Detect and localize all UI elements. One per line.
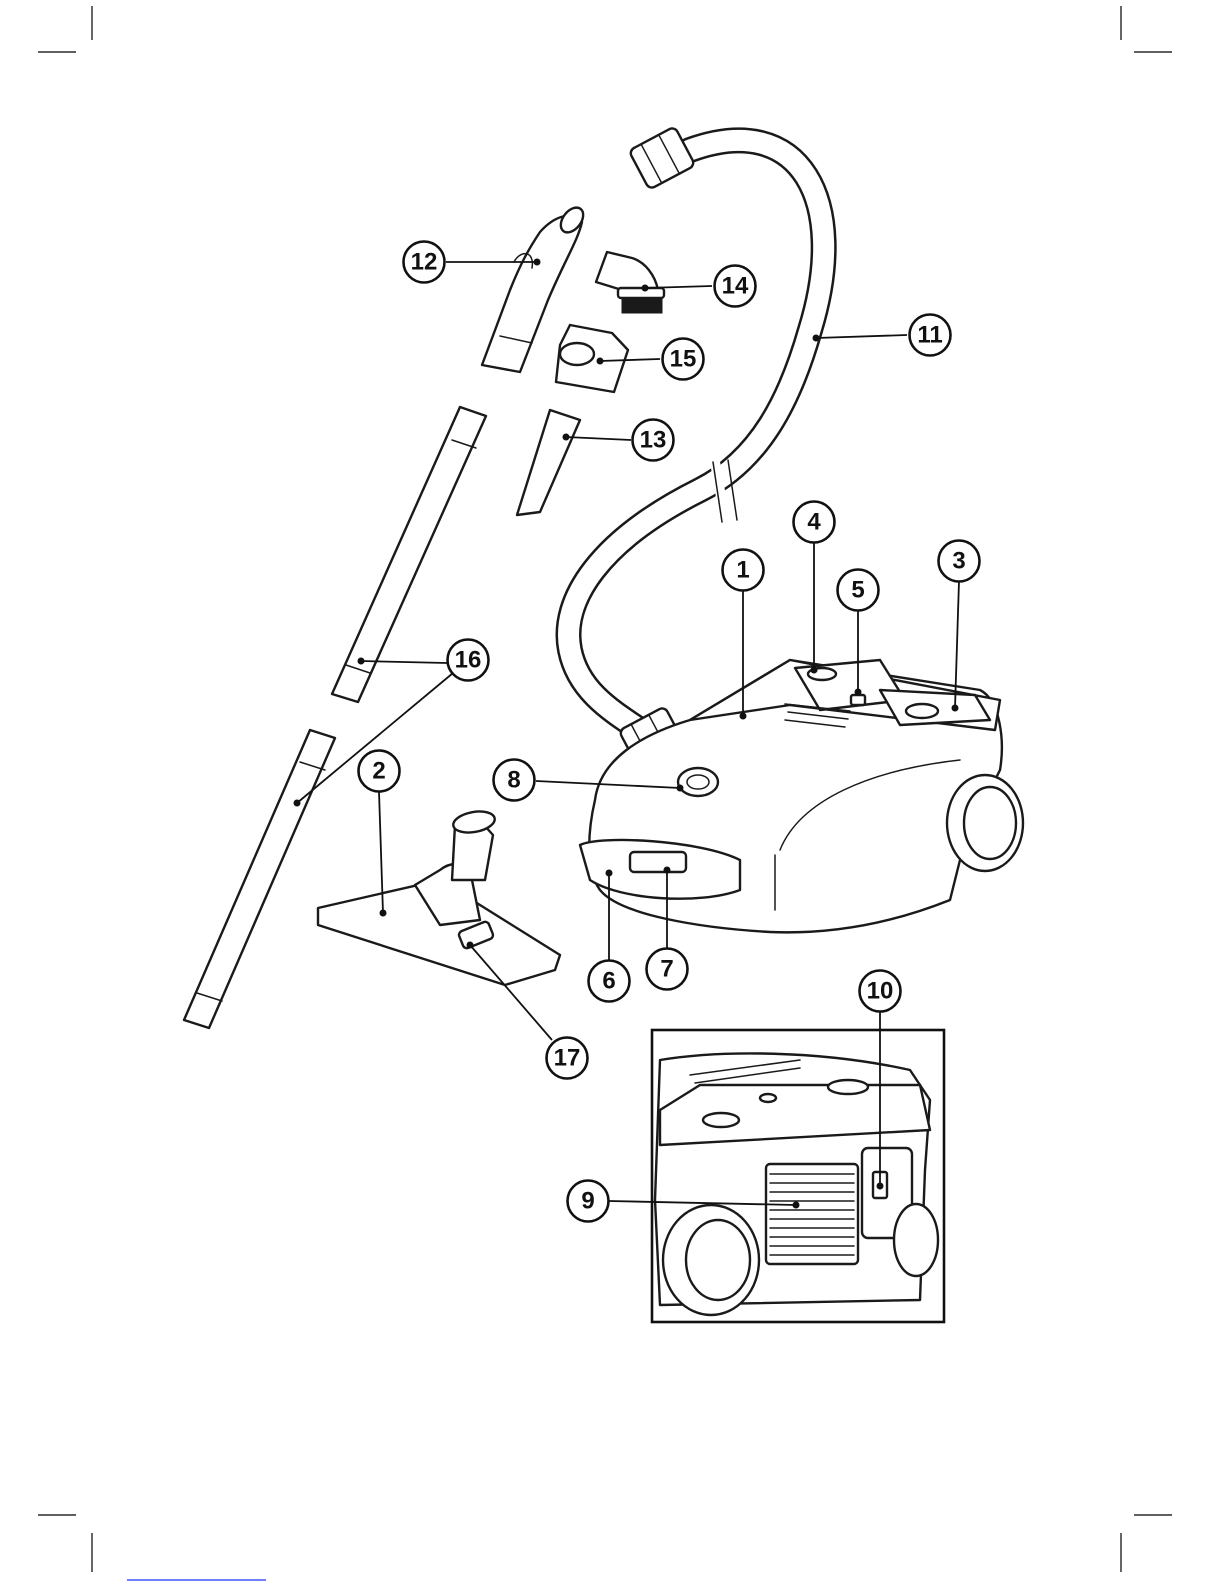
rear-view-inset-icon [652,1030,944,1322]
vacuum-body-icon [580,660,1023,932]
callout-1-label: 1 [736,557,749,584]
callout-6-label: 6 [602,968,615,995]
callout-6: 6 [589,961,630,1002]
callout-9: 9 [568,1181,609,1222]
callout-14: 14 [715,266,756,307]
callout-13-label: 13 [640,427,667,454]
callout-3: 3 [939,541,980,582]
callout-13: 13 [633,420,674,461]
callout-17: 17 [547,1038,588,1079]
callout-10-label: 10 [867,978,894,1005]
callout-2-label: 2 [372,758,385,785]
callout-10: 10 [860,971,901,1012]
callout-1: 1 [723,550,764,591]
callout-12-label: 12 [411,249,438,276]
callout-3-label: 3 [952,548,965,575]
callout-15: 15 [663,339,704,380]
callout-2: 2 [359,751,400,792]
callout-8-label: 8 [507,767,520,794]
callout-5: 5 [838,570,879,611]
callout-9-label: 9 [581,1188,594,1215]
callout-4: 4 [794,502,835,543]
callout-12: 12 [404,242,445,283]
callout-7: 7 [647,949,688,990]
callout-7-label: 7 [660,956,673,983]
callout-16-label: 16 [455,647,482,674]
callout-16: 16 [448,640,489,681]
callout-15-label: 15 [670,346,697,373]
upholstery-tool-icon [556,325,628,392]
callout-17-label: 17 [554,1045,581,1072]
callout-4-label: 4 [807,509,821,536]
callout-11: 11 [910,315,951,356]
callout-5-label: 5 [851,577,864,604]
callout-11-label: 11 [917,322,942,349]
dusting-brush-icon [596,252,664,313]
floor-nozzle-icon [318,809,560,985]
callout-8: 8 [494,760,535,801]
callout-14-label: 14 [722,273,749,300]
crevice-tool-icon [517,410,580,515]
